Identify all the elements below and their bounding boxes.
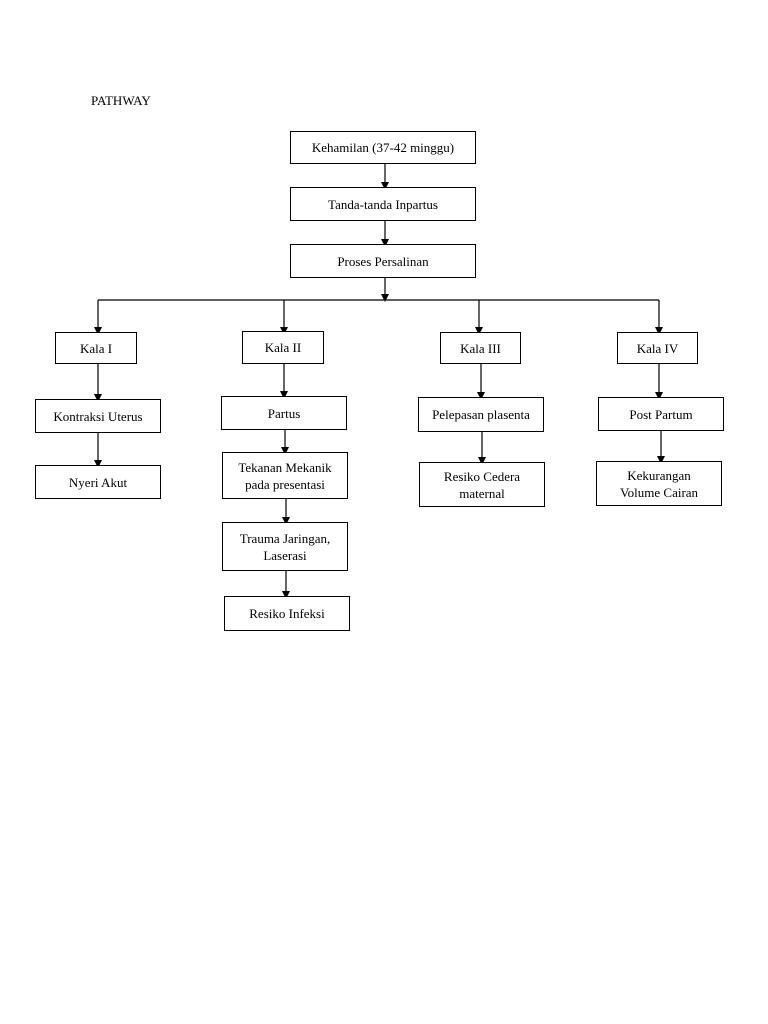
- node-kehamilan: Kehamilan (37-42 minggu): [290, 131, 476, 164]
- node-kala-4: Kala IV: [617, 332, 698, 364]
- node-resiko-cedera: Resiko Cedera maternal: [419, 462, 545, 507]
- node-tanda-inpartus: Tanda-tanda Inpartus: [290, 187, 476, 221]
- page-title: PATHWAY: [91, 93, 151, 108]
- node-kala-3: Kala III: [440, 332, 521, 364]
- node-trauma-jaringan: Trauma Jaringan, Laserasi: [222, 522, 348, 571]
- node-tekanan-mekanik: Tekanan Mekanik pada presentasi: [222, 452, 348, 499]
- node-kala-2: Kala II: [242, 331, 324, 364]
- node-kekurangan-volume-cairan: Kekurangan Volume Cairan: [596, 461, 722, 506]
- node-post-partum: Post Partum: [598, 397, 724, 431]
- node-resiko-infeksi: Resiko Infeksi: [224, 596, 350, 631]
- node-kala-1: Kala I: [55, 332, 137, 364]
- node-pelepasan-plasenta: Pelepasan plasenta: [418, 397, 544, 432]
- node-partus: Partus: [221, 396, 347, 430]
- node-nyeri-akut: Nyeri Akut: [35, 465, 161, 499]
- node-kontraksi-uterus: Kontraksi Uterus: [35, 399, 161, 433]
- node-proses-persalinan: Proses Persalinan: [290, 244, 476, 278]
